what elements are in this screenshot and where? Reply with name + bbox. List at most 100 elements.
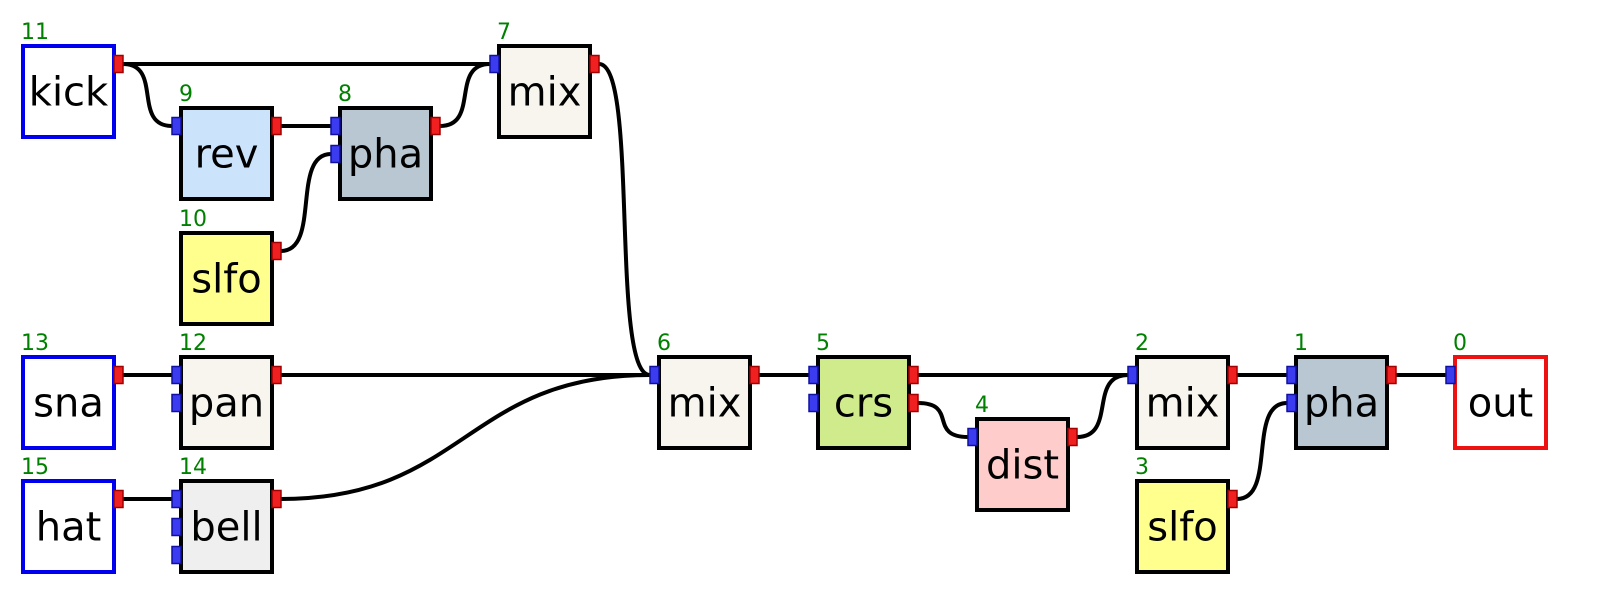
wire-4-to-2 xyxy=(1076,373,1129,439)
wire-11-to-9 xyxy=(122,62,173,128)
node-id-label: 8 xyxy=(338,82,352,107)
input-port[interactable] xyxy=(171,489,182,509)
node-box[interactable] xyxy=(497,44,592,139)
input-port[interactable] xyxy=(1445,365,1456,385)
input-port[interactable] xyxy=(808,365,819,385)
input-port[interactable] xyxy=(489,54,500,74)
node-dist-4[interactable]: 4 dist xyxy=(967,393,1078,512)
input-port[interactable] xyxy=(1127,365,1138,385)
node-label: crs xyxy=(834,381,893,427)
node-label: pha xyxy=(348,132,423,178)
node-label: pan xyxy=(189,381,264,427)
wire-10-to-8 xyxy=(280,152,332,253)
input-port[interactable] xyxy=(171,393,182,413)
node-id-label: 6 xyxy=(657,331,671,356)
input-port[interactable] xyxy=(808,393,819,413)
node-label: sna xyxy=(33,381,104,427)
node-label: dist xyxy=(986,443,1059,489)
node-box[interactable] xyxy=(1135,479,1230,574)
node-box[interactable] xyxy=(1135,355,1230,450)
output-port[interactable] xyxy=(589,54,600,74)
wire-7-to-6 xyxy=(598,62,651,377)
output-port[interactable] xyxy=(113,54,124,74)
input-port[interactable] xyxy=(171,365,182,385)
output-port[interactable] xyxy=(1227,365,1238,385)
node-box[interactable] xyxy=(179,355,274,450)
node-pha-8[interactable]: 8 pha xyxy=(330,82,441,201)
output-port[interactable] xyxy=(271,241,282,261)
node-id-label: 15 xyxy=(21,455,49,480)
node-id-label: 4 xyxy=(975,393,989,418)
node-label: hat xyxy=(36,505,102,551)
node-label: mix xyxy=(668,381,742,427)
node-box[interactable] xyxy=(975,417,1070,512)
wire-14-to-6 xyxy=(280,373,651,501)
node-id-label: 0 xyxy=(1453,331,1467,356)
output-port[interactable] xyxy=(908,365,919,385)
input-port[interactable] xyxy=(649,365,660,385)
input-port[interactable] xyxy=(967,427,978,447)
node-label: rev xyxy=(195,132,259,178)
node-box[interactable] xyxy=(657,355,752,450)
node-id-label: 1 xyxy=(1294,331,1308,356)
node-box[interactable] xyxy=(1294,355,1389,450)
output-port[interactable] xyxy=(1067,427,1078,447)
node-id-label: 14 xyxy=(179,455,207,480)
node-id-label: 10 xyxy=(179,207,207,232)
output-port[interactable] xyxy=(1386,365,1397,385)
output-port[interactable] xyxy=(271,489,282,509)
node-label: out xyxy=(1468,381,1534,427)
node-pha-1[interactable]: 1 pha xyxy=(1286,331,1397,450)
node-bell-14[interactable]: 14 bell xyxy=(171,455,282,574)
node-label: slfo xyxy=(191,257,262,303)
input-port[interactable] xyxy=(1286,393,1297,413)
input-port[interactable] xyxy=(171,116,182,136)
output-port[interactable] xyxy=(749,365,760,385)
input-port[interactable] xyxy=(330,116,341,136)
output-port[interactable] xyxy=(271,365,282,385)
node-id-label: 5 xyxy=(816,331,830,356)
output-port[interactable] xyxy=(113,365,124,385)
node-box[interactable] xyxy=(21,479,116,574)
node-mix-2[interactable]: 2 mix xyxy=(1127,331,1238,450)
node-id-label: 7 xyxy=(497,20,511,45)
node-label: bell xyxy=(190,505,262,551)
output-port[interactable] xyxy=(113,489,124,509)
node-hat-15[interactable]: 15 hat xyxy=(21,455,124,574)
node-pan-12[interactable]: 12 pan xyxy=(171,331,282,450)
output-port[interactable] xyxy=(271,116,282,136)
node-id-label: 13 xyxy=(21,331,49,356)
node-label: mix xyxy=(1146,381,1220,427)
output-port[interactable] xyxy=(430,116,441,136)
node-box[interactable] xyxy=(338,106,433,201)
output-port[interactable] xyxy=(1227,489,1238,509)
node-id-label: 3 xyxy=(1135,455,1149,480)
input-port[interactable] xyxy=(1286,365,1297,385)
output-port[interactable] xyxy=(908,393,919,413)
node-id-label: 2 xyxy=(1135,331,1149,356)
node-box[interactable] xyxy=(179,231,274,326)
node-sna-13[interactable]: 13 sna xyxy=(21,331,124,450)
node-box[interactable] xyxy=(179,106,274,201)
node-slfo-10[interactable]: 10 slfo xyxy=(179,207,282,326)
node-label: pha xyxy=(1304,381,1379,427)
wires xyxy=(122,62,1446,501)
input-port[interactable] xyxy=(330,144,341,164)
node-box[interactable] xyxy=(21,44,116,139)
node-mix-6[interactable]: 6 mix xyxy=(649,331,760,450)
node-box[interactable] xyxy=(1453,355,1548,450)
node-label: kick xyxy=(29,70,109,116)
input-port[interactable] xyxy=(171,517,182,537)
input-port[interactable] xyxy=(171,545,182,565)
node-box[interactable] xyxy=(21,355,116,450)
wire-3-to-1 xyxy=(1236,401,1288,501)
wire-8-to-7 xyxy=(439,62,491,128)
node-id-label: 12 xyxy=(179,331,207,356)
